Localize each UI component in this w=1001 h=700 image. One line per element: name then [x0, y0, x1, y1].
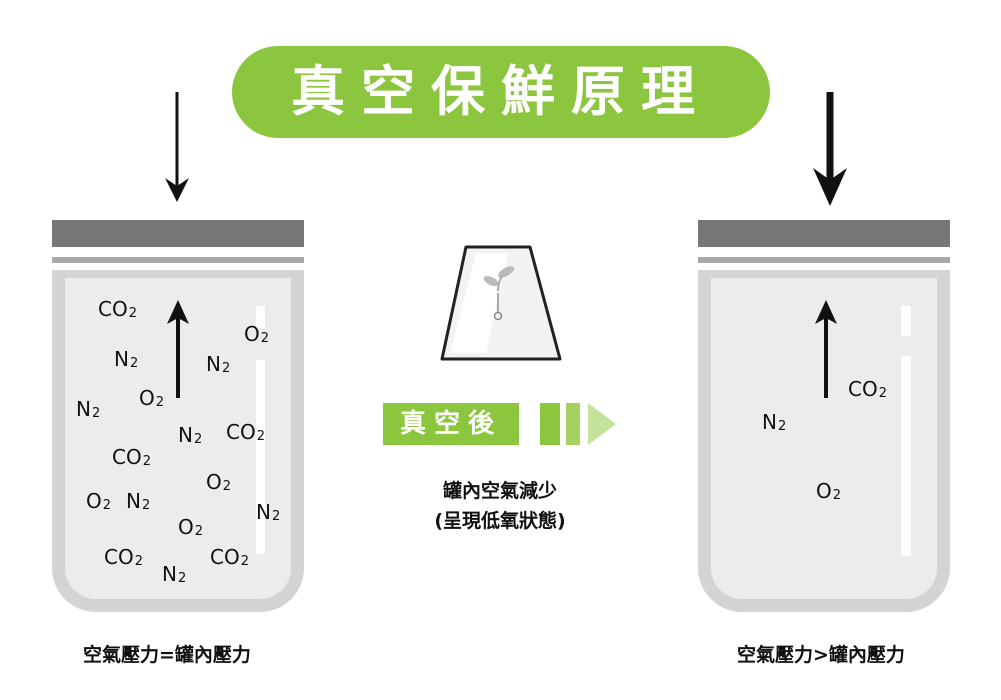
- sprout-icon: [440, 245, 562, 361]
- molecule-label: N2: [762, 410, 787, 434]
- molecule-label: N2: [114, 347, 139, 371]
- molecule-label: O2: [139, 386, 165, 410]
- jar-shine: [256, 306, 265, 328]
- jar-lid: [698, 220, 950, 247]
- middle-caption: 罐內空氣減少 (呈現低氧狀態): [380, 476, 620, 536]
- after-vacuum-label: 真空後: [383, 403, 519, 445]
- molecule-label: CO2: [226, 420, 265, 444]
- jar-shine: [901, 356, 911, 556]
- molecule-label: N2: [162, 562, 187, 586]
- molecule-label: O2: [178, 515, 204, 539]
- up-arrow-icon: [815, 300, 837, 398]
- molecule-label: O2: [86, 489, 112, 513]
- down-arrow-icon: [165, 92, 189, 202]
- molecule-label: N2: [126, 489, 151, 513]
- up-arrow-icon: [167, 300, 189, 398]
- molecule-label: O2: [206, 470, 232, 494]
- molecule-label: CO2: [98, 297, 137, 321]
- left-jar: [52, 220, 304, 612]
- molecule-label: CO2: [104, 545, 143, 569]
- molecule-label: N2: [206, 352, 231, 376]
- molecule-label: N2: [256, 500, 281, 524]
- right-caption: 空氣壓力>罐內壓力: [737, 644, 905, 666]
- molecule-label: O2: [244, 322, 270, 346]
- progress-stripe: [566, 403, 580, 445]
- middle-caption-line: (呈現低氧狀態): [434, 510, 566, 532]
- jar-lid-rim: [698, 257, 950, 263]
- title-banner: [232, 46, 770, 138]
- jar-lid: [52, 220, 304, 247]
- molecule-label: N2: [178, 423, 203, 447]
- molecule-label: CO2: [112, 445, 151, 469]
- molecule-label: CO2: [210, 545, 249, 569]
- molecule-label: CO2: [848, 377, 887, 401]
- page-title: 真空保鮮原理: [291, 60, 711, 123]
- progress-stripe: [540, 403, 560, 445]
- right-arrow-icon: [588, 403, 616, 445]
- jar-shine: [901, 306, 911, 336]
- middle-caption-line: 罐內空氣減少: [442, 480, 557, 502]
- right-jar: [698, 220, 950, 612]
- molecule-label: O2: [816, 479, 842, 503]
- down-arrow-icon: [813, 92, 847, 206]
- jar-shine: [256, 360, 265, 554]
- left-caption: 空氣壓力=罐內壓力: [83, 644, 251, 666]
- molecule-label: N2: [76, 397, 101, 421]
- jar-lid-rim: [52, 257, 304, 263]
